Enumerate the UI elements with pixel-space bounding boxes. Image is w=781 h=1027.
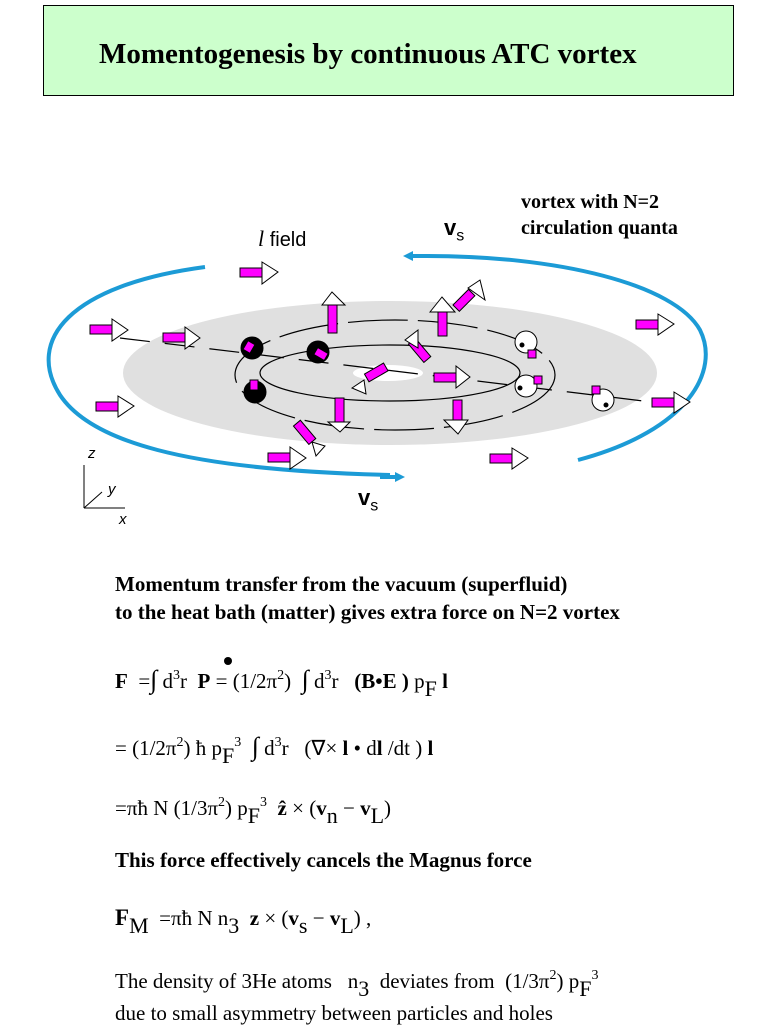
vortex-label: vortex with N=2 circulation quanta [521,191,678,239]
page-title: Momentogenesis by continuous ATC vortex [99,38,637,70]
flow-arc-back [46,265,391,477]
inner-ring [259,344,521,402]
l-vector-front [240,336,264,360]
l-vector [651,391,691,414]
l-vector-back [591,385,615,412]
l-vector [428,296,457,337]
l-vector [320,291,347,334]
l-vector [89,318,129,342]
vortex-figure [46,251,708,509]
l-vector-back [514,330,538,359]
l-vector [635,313,675,336]
axis-z-label: z [88,445,96,462]
l-vector [433,364,471,390]
l-vector [404,328,432,364]
l-vector-back [514,374,543,398]
equation-3: =πħ N (1/3π2) pF3 ẑ × (vn − vL) [115,795,392,828]
flow-arc-right [419,253,708,462]
l-vector-front [243,379,267,404]
vs-label-top: vs [444,215,465,245]
p-dot [224,657,232,665]
l-vector [442,399,469,435]
l-vector [489,447,529,470]
l-vector [452,279,486,313]
l-vector [239,261,279,285]
density-text: The density of 3He atoms n3 deviates fro… [115,968,599,1025]
momentum-text: Momentum transfer from the vacuum (super… [115,572,620,624]
vs-label-bottom: vs [358,485,379,515]
equation-4: FM =πħ N n3 z × (vs − vL) , [115,905,372,938]
l-vector-front [306,340,330,364]
l-field-label: l field [258,226,307,251]
l-vector [350,362,389,395]
equation-1: F =∫ d3r P = (1/2π2) ∫ d3r (B•E ) pF l [115,665,448,701]
cancel-text: This force effectively cancels the Magnu… [115,848,532,872]
axis-y-label: y [108,481,116,498]
l-vector [162,326,201,350]
l-vectors [89,261,691,470]
l-vector [267,446,307,470]
equation-2: = (1/2π2) ħ pF3 ∫ d3r (∇× l • dl /dt ) l [115,732,434,768]
l-vector [326,397,352,433]
title-box: Momentogenesis by continuous ATC vortex [43,5,734,96]
middle-ring [234,319,556,431]
l-vector [95,395,135,418]
axis-x-label: x [119,511,127,528]
axes [83,465,125,509]
l-vector [292,419,326,458]
